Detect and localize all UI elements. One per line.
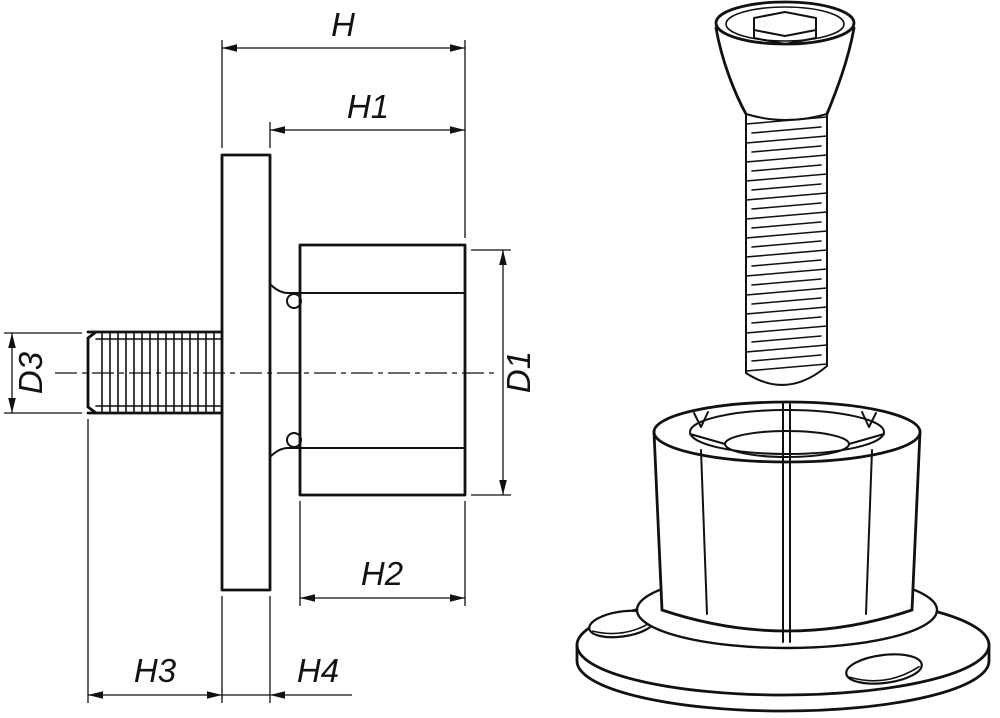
dimension-h: H [221,6,466,238]
hex-socket [753,11,817,45]
dim-label-h2: H2 [361,555,403,592]
flange-plate [220,153,272,592]
dimension-h4: H4 [222,596,352,703]
threaded-stud [86,330,224,415]
dim-label-h: H [331,6,355,43]
dim-label-h4: H4 [297,652,339,689]
section-view: H H1 D1 D3 H2 [4,6,537,703]
dim-label-d3: D3 [12,351,49,394]
collet-slit-center [782,403,791,643]
head-chamfer-ring [725,6,845,42]
collet-slit-left [700,449,708,615]
dimension-h1: H1 [269,88,465,148]
mounting-hole-right [845,653,923,685]
dimension-h2: H2 [299,501,466,606]
countersunk-screw [714,0,856,386]
screw-head [714,0,856,121]
dimension-d1: D1 [471,249,537,496]
undercut-groove-top [286,293,302,309]
dim-label-d1: D1 [500,351,537,393]
dimension-d3: D3 [4,332,82,414]
collet-rim-notch-right [861,411,877,428]
undercut-groove-bottom [286,432,302,448]
dim-label-h3: H3 [134,652,177,689]
collet-slit-right [865,449,873,615]
fillet-bottom [269,447,289,458]
dimension-h3: H3 [87,419,223,703]
dim-label-h1: H1 [347,88,389,125]
thread-lines [101,331,215,414]
collet-inner-rim [689,409,885,455]
collet-sleeve [652,400,922,643]
fillet-top [269,283,289,294]
collet-body-section [269,243,467,497]
collet-rim-notch-left [693,411,709,428]
isometric-view [575,0,991,713]
screw-thread [745,111,828,386]
